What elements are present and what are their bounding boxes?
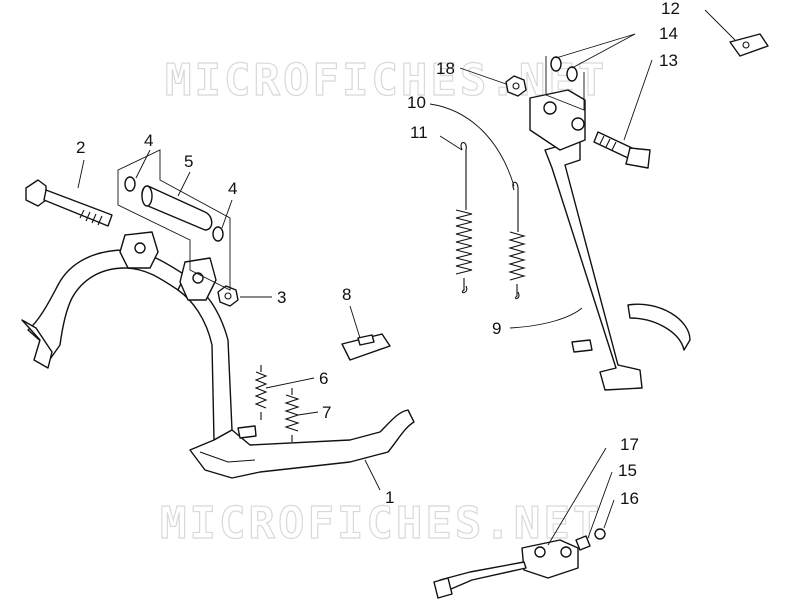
clip-nut-part-8 (341, 333, 391, 361)
callout-4b: 4 (228, 179, 237, 198)
screw-part-15 (575, 535, 591, 551)
nut-part-18 (505, 75, 527, 97)
washer-part-14a (550, 56, 562, 72)
watermark-bottom: MICROFICHES.NET (160, 498, 602, 549)
spring-part-7 (284, 388, 300, 442)
washer-part-14b (566, 66, 578, 82)
callout-17: 17 (620, 435, 639, 454)
spring-part-11 (455, 141, 473, 294)
spring-part-10 (507, 181, 527, 300)
callout-11: 11 (410, 123, 428, 142)
callout-12: 12 (661, 0, 680, 18)
callout-10: 10 (407, 93, 426, 112)
grouping-outline-4-5 (117, 149, 231, 291)
callout-9: 9 (492, 319, 501, 338)
callout-1: 1 (385, 488, 394, 507)
callout-5: 5 (184, 152, 193, 171)
callout-6: 6 (319, 369, 328, 388)
nut-part-3 (217, 285, 239, 307)
callout-4a: 4 (144, 131, 153, 150)
callout-8: 8 (342, 285, 351, 304)
washer-part-4a (124, 176, 136, 192)
clip-part-12 (729, 33, 769, 57)
center-stand (21, 231, 415, 479)
callout-15: 15 (618, 461, 637, 480)
leader-lines (77, 9, 736, 546)
spring-part-6 (254, 365, 268, 420)
washer-part-4b (212, 226, 224, 242)
callout-2: 2 (76, 138, 85, 157)
callout-labels: 1 2 3 4 4 5 6 7 8 9 10 11 12 13 14 15 16… (76, 0, 680, 508)
callout-16: 16 (620, 489, 639, 508)
callout-13: 13 (659, 51, 678, 70)
spacer-part-5 (141, 185, 213, 231)
washer-part-16 (594, 528, 606, 540)
callout-14: 14 (659, 24, 678, 43)
callout-7: 7 (322, 403, 331, 422)
callout-18: 18 (436, 59, 455, 78)
pivot-bolt-part-13 (593, 131, 651, 169)
side-stand (529, 89, 691, 391)
grouping-outline-14 (545, 56, 585, 111)
bolt-part-2 (25, 179, 113, 227)
side-stand-switch-part-17 (433, 539, 579, 599)
callout-3: 3 (277, 288, 286, 307)
